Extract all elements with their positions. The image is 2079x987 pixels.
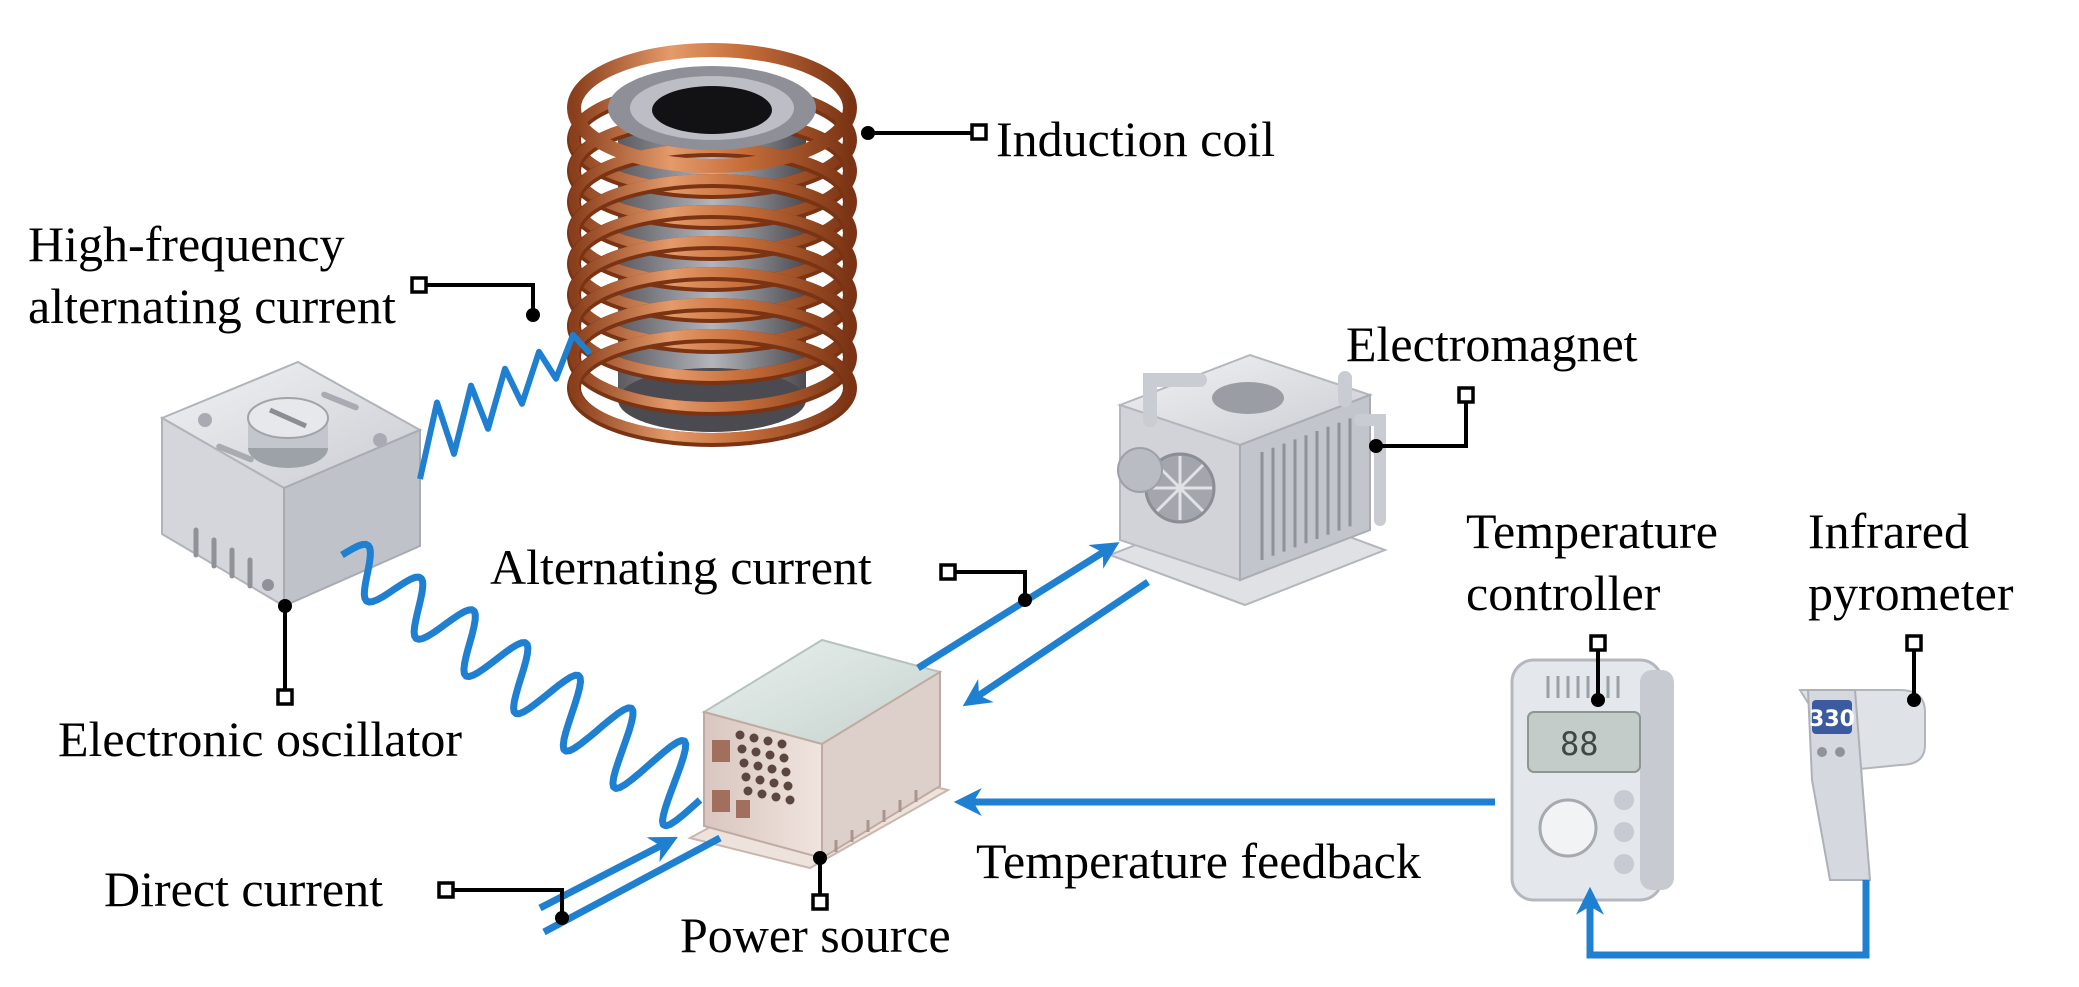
endpoint-power-source	[811, 893, 829, 911]
leader-alternating-current	[948, 570, 1027, 600]
vent-hole	[771, 792, 781, 802]
label-alternating-current: Alternating current	[490, 539, 872, 595]
controller-display: 88	[1560, 725, 1599, 763]
coil-turns	[567, 81, 857, 447]
vent-hole	[781, 767, 791, 777]
leader-electromagnet	[1376, 395, 1468, 448]
vent-hole	[753, 761, 763, 771]
label-hf-line1: High-frequency	[28, 216, 345, 272]
vent-hole	[749, 733, 759, 743]
power-source	[687, 638, 951, 870]
electromagnet-grille	[1260, 418, 1352, 560]
label-induction-coil: Induction coil	[996, 111, 1276, 167]
power-source-vents	[735, 730, 795, 805]
leader-hf-current	[420, 283, 535, 315]
leader-endpoints	[276, 123, 1923, 911]
vent-hole	[741, 772, 751, 782]
endpoint-electronic-oscillator	[276, 688, 294, 706]
vent-hole	[755, 775, 765, 785]
endpoint-infrared-pyrometer	[1905, 634, 1923, 652]
vent-hole	[783, 781, 793, 791]
label-tc-line2: controller	[1466, 565, 1661, 621]
coil-turn-highlight	[569, 298, 855, 412]
vent-hole	[777, 739, 787, 749]
endpoint-hf-current	[410, 276, 428, 294]
label-infrared-pyrometer: Infrared pyrometer	[1808, 500, 2013, 624]
coil-turn-highlight	[569, 205, 855, 319]
vent-hole	[763, 736, 773, 746]
pyrometer-display: 330	[1809, 707, 1855, 732]
vent-hole	[767, 764, 777, 774]
leader-dots	[278, 126, 1921, 925]
pyrometer-to-controller-arrow	[1576, 880, 1870, 959]
coil-turn-highlight	[569, 174, 855, 288]
vent-hole	[739, 758, 749, 768]
oscillator-feed-wave	[340, 540, 703, 830]
coil-turn-highlight	[569, 236, 855, 350]
vent-hole	[779, 753, 789, 763]
ac-arrow-to-electromagnet	[916, 542, 1120, 671]
dc-line	[542, 834, 722, 936]
ac-arrow-to-power-source	[962, 579, 1150, 707]
label-electromagnet: Electromagnet	[1346, 316, 1638, 372]
leader-lines	[283, 131, 1916, 918]
electronic-oscillator	[159, 360, 423, 608]
leader-direct-current	[446, 888, 564, 918]
label-electronic-oscillator: Electronic oscillator	[58, 711, 463, 767]
label-temperature-controller: Temperature controller	[1466, 500, 1718, 624]
vent-hole	[735, 730, 745, 740]
high-frequency-current-wave	[417, 331, 593, 480]
ac-arrows	[916, 542, 1150, 707]
label-ip-line2: pyrometer	[1808, 565, 2014, 621]
label-ip-line1: Infrared	[1808, 503, 1969, 559]
vent-hole	[757, 789, 767, 799]
electromagnet	[1107, 353, 1388, 607]
temperature-controller: 88	[1510, 658, 1674, 902]
endpoint-induction-coil	[970, 123, 988, 141]
label-power-source: Power source	[680, 907, 951, 963]
label-hf-alternating-current: High-frequency alternating current	[28, 213, 396, 337]
label-hf-line2: alternating current	[28, 278, 396, 334]
vent-hole	[765, 750, 775, 760]
coil-turn-highlight	[569, 267, 855, 381]
label-direct-current: Direct current	[104, 861, 384, 917]
vent-hole	[785, 795, 795, 805]
label-tc-line1: Temperature	[1466, 503, 1718, 559]
induction-coil	[567, 43, 857, 447]
vent-hole	[751, 747, 761, 757]
endpoint-alternating-current	[939, 563, 957, 581]
endpoint-direct-current	[437, 881, 455, 899]
coil-turn-highlight	[569, 329, 855, 443]
vent-hole	[737, 744, 747, 754]
vent-hole	[769, 778, 779, 788]
infrared-pyrometer: 330	[1798, 689, 1926, 881]
vent-hole	[743, 786, 753, 796]
label-temperature-feedback: Temperature feedback	[976, 833, 1421, 889]
endpoint-temperature-controller	[1589, 634, 1607, 652]
endpoint-electromagnet	[1457, 386, 1475, 404]
